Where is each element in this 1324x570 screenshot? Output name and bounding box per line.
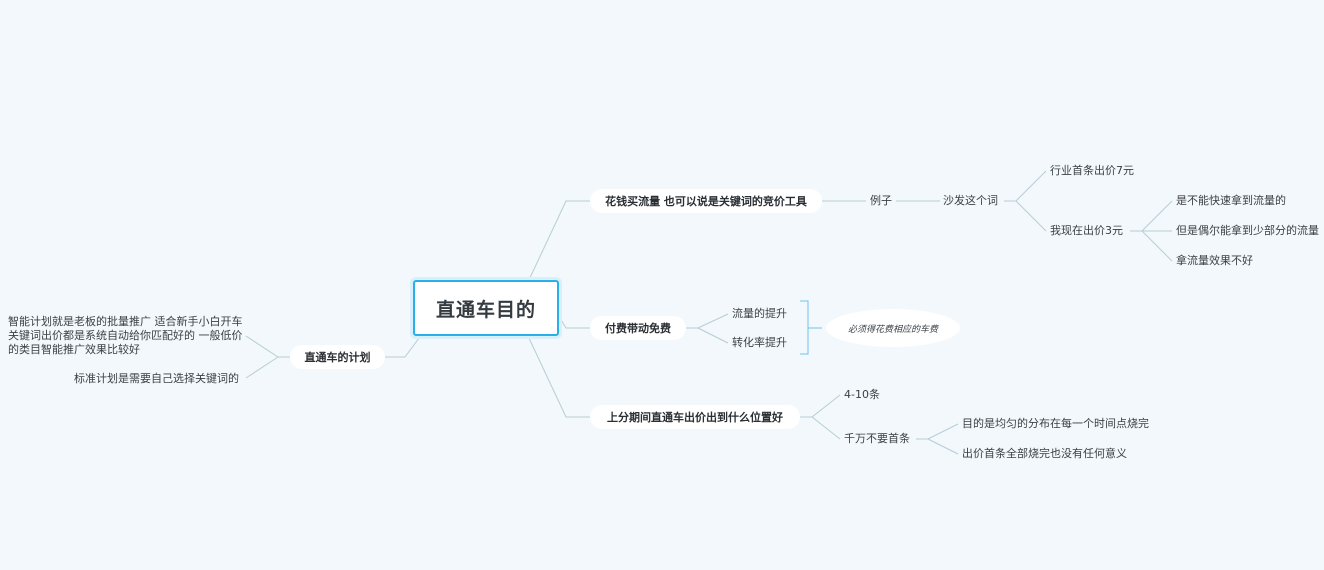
- topic-cannot-fast[interactable]: 是不能快速拿到流量的: [1176, 194, 1286, 207]
- topic-plan[interactable]: 直通车的计划: [290, 345, 385, 369]
- topic-sofa[interactable]: 沙发这个词: [943, 194, 998, 207]
- link-root-plan: [385, 329, 426, 358]
- link-plan-children: [245, 335, 290, 379]
- link-root-buy-traffic: [527, 200, 590, 283]
- root-topic[interactable]: 直通车目的: [413, 280, 559, 336]
- summary-note-text: 必须得花费相应的车费: [847, 324, 938, 335]
- topic-smart-plan[interactable]: 智能计划就是老板的批量推广 适合新手小白开车 关键词出价都是系统自动给你匹配好的…: [8, 315, 243, 356]
- summary-bracket: [800, 300, 822, 355]
- topic-paid-free-label: 付费带动免费: [605, 322, 671, 335]
- link-sofa-children: [1004, 170, 1047, 232]
- topic-conversion-up[interactable]: 转化率提升: [732, 336, 787, 349]
- topic-buy-traffic[interactable]: 花钱买流量 也可以说是关键词的竞价工具: [590, 189, 822, 213]
- topic-traffic-up[interactable]: 流量的提升: [732, 307, 787, 320]
- topic-purpose[interactable]: 目的是均匀的分布在每一个时间点烧完: [962, 417, 1149, 430]
- topic-poor-effect[interactable]: 拿流量效果不好: [1176, 254, 1253, 267]
- topic-standard-plan[interactable]: 标准计划是需要自己选择关键词的: [74, 372, 239, 385]
- link-bid-children: [800, 394, 841, 440]
- topic-paid-free[interactable]: 付费带动免费: [590, 316, 686, 340]
- topic-bid-position-label: 上分期间直通车出价出到什么位置好: [607, 411, 783, 424]
- topic-industry-top[interactable]: 行业首条出价7元: [1050, 164, 1134, 177]
- topic-occasional[interactable]: 但是偶尔能拿到少部分的流量: [1176, 224, 1319, 237]
- link-root-paid-free: [559, 317, 590, 329]
- topic-meaningless[interactable]: 出价首条全部烧完也没有任何意义: [962, 447, 1127, 460]
- link-mybid-children: [1130, 200, 1173, 262]
- link-root-bid-position: [527, 335, 590, 418]
- topic-my-bid[interactable]: 我现在出价3元: [1050, 224, 1123, 237]
- link-nottop-children: [916, 423, 959, 455]
- topic-range[interactable]: 4-10条: [844, 388, 880, 401]
- summary-note[interactable]: 必须得花费相应的车费: [826, 309, 960, 347]
- topic-example[interactable]: 例子: [870, 194, 892, 207]
- topic-not-top[interactable]: 千万不要首条: [844, 432, 910, 445]
- root-title: 直通车目的: [435, 298, 536, 321]
- topic-bid-position[interactable]: 上分期间直通车出价出到什么位置好: [590, 405, 800, 429]
- link-paidfree-children: [686, 313, 729, 344]
- topic-buy-traffic-label: 花钱买流量 也可以说是关键词的竞价工具: [605, 195, 807, 208]
- topic-plan-label: 直通车的计划: [304, 351, 371, 364]
